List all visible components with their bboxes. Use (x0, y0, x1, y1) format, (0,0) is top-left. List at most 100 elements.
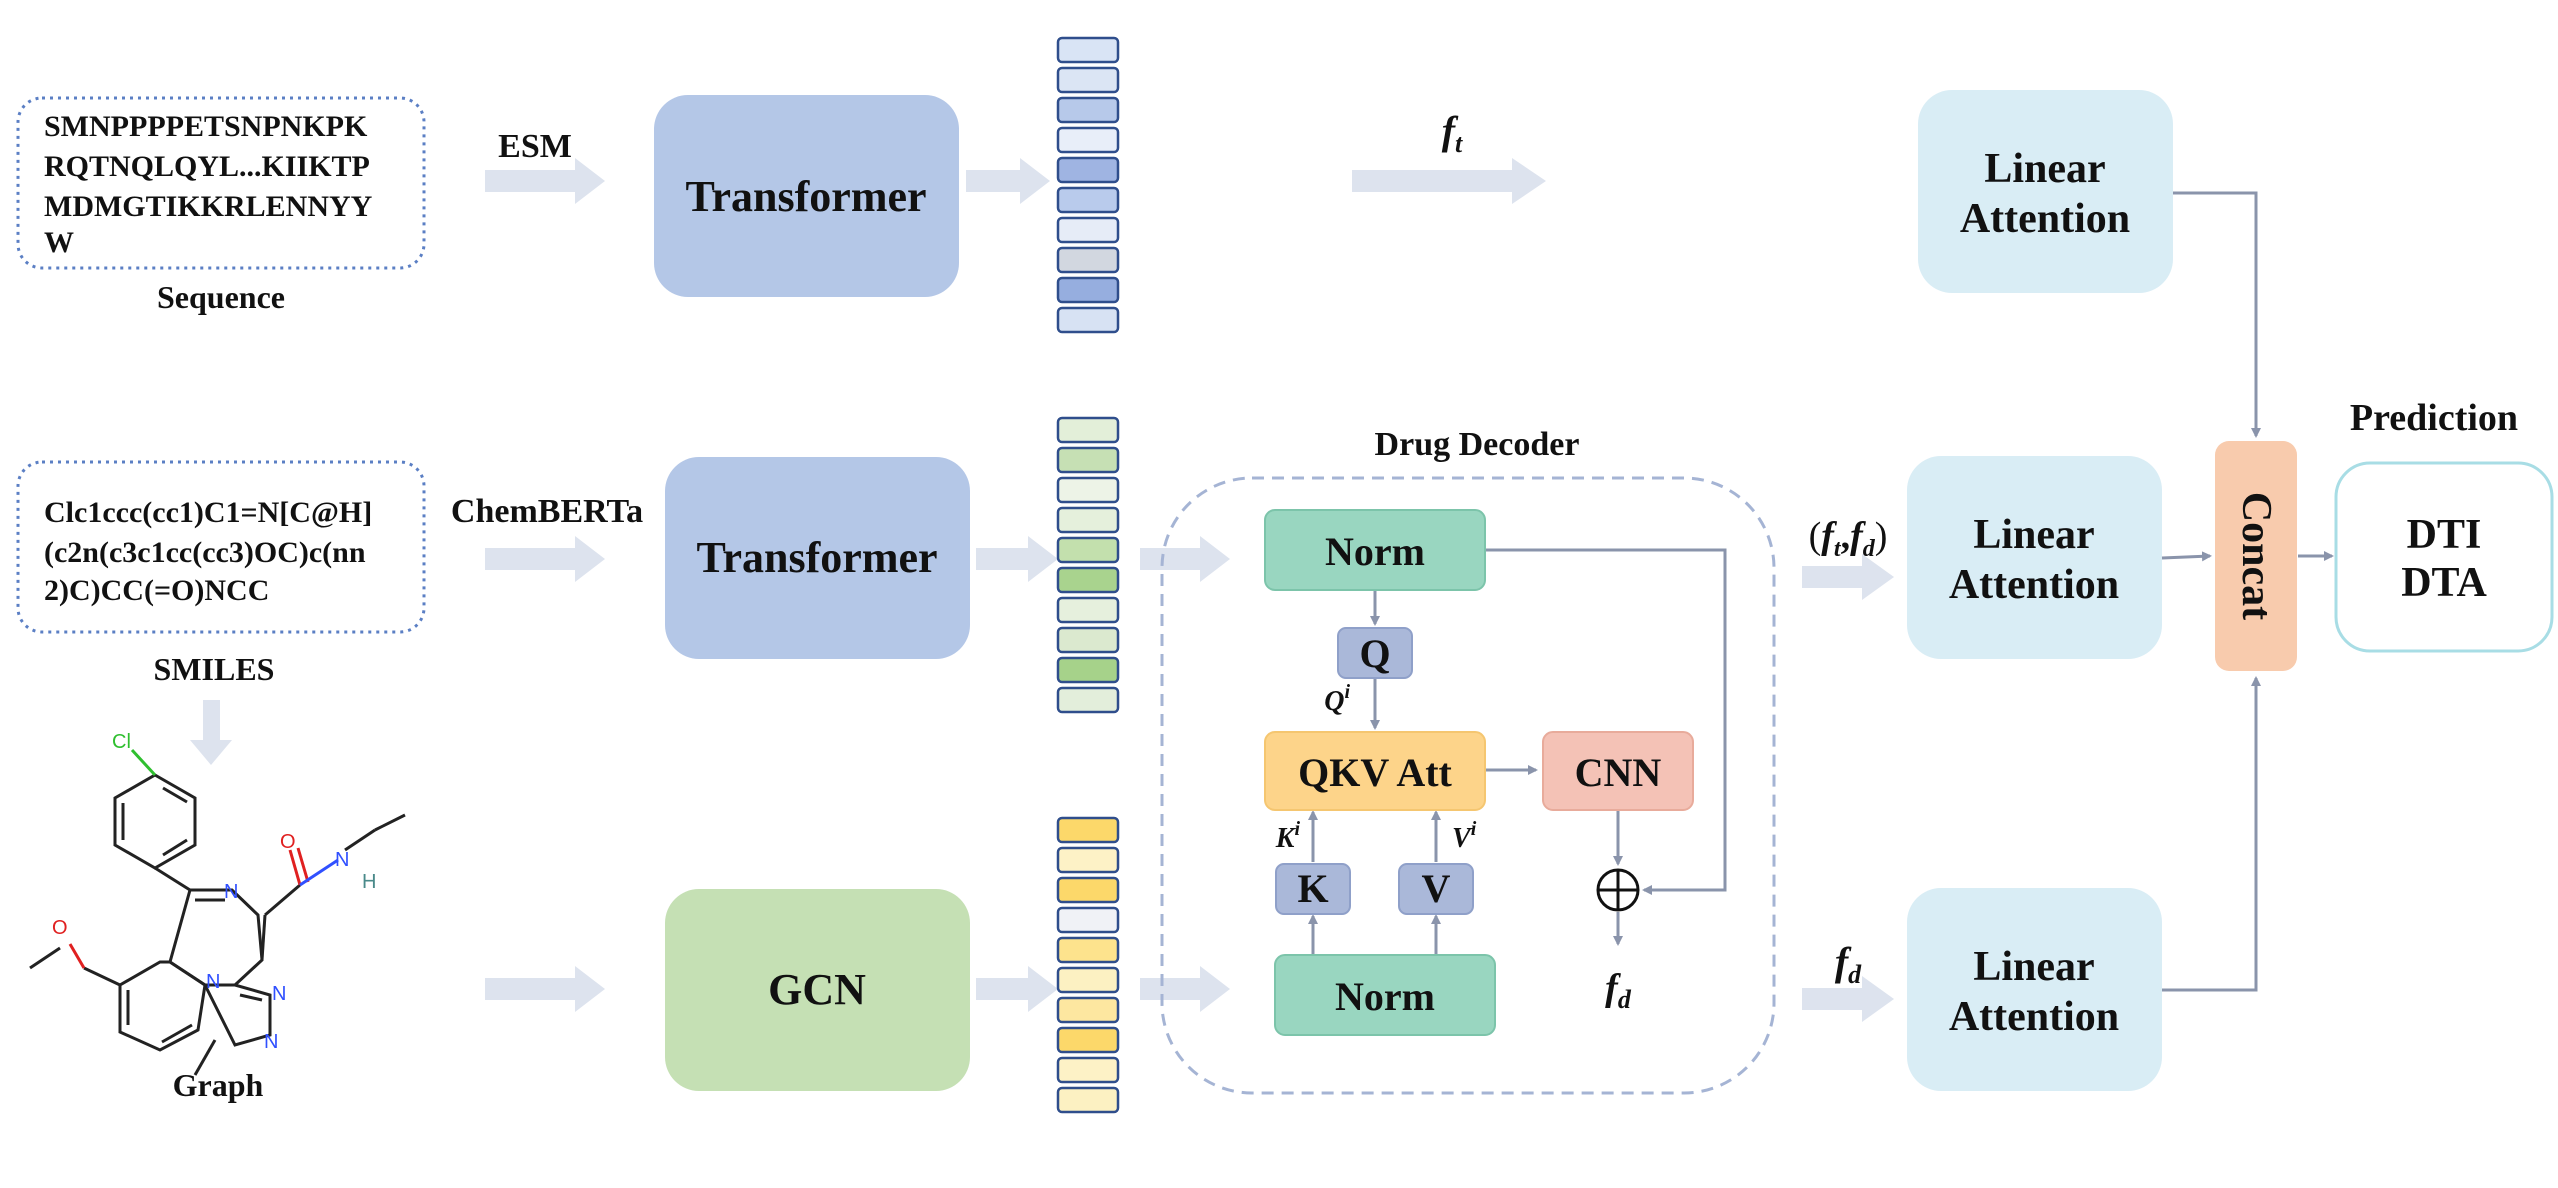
k-sup-label: Ki (1275, 818, 1301, 854)
graph-caption: Graph (173, 1067, 264, 1103)
sequence-caption: Sequence (157, 279, 285, 315)
v-label: V (1422, 866, 1451, 911)
v-sup-label: Vi (1452, 818, 1477, 854)
molecule-atom-labels: Cl O N H N O N N N (52, 731, 376, 1053)
norm-top-block (1264, 509, 1486, 591)
k-block (1275, 863, 1351, 915)
protein-embedding-cell (1056, 216, 1120, 244)
linear-attention-bottom-line1: Linear (1973, 944, 2094, 990)
molecule-graph (29, 748, 406, 1076)
linear-attention-top-line1: Linear (1984, 146, 2105, 192)
atom-o-carbonyl: O (280, 831, 296, 853)
linear-attention-bottom (1907, 888, 2162, 1091)
drug-embedding-cell (1056, 596, 1120, 624)
atom-n-triazole-c: N (264, 1031, 278, 1053)
atom-n-amide: N (335, 849, 349, 871)
chemberta-label: ChemBERTa (451, 493, 643, 530)
drug-decoder-frame (1160, 476, 1776, 1095)
gcn-label: GCN (768, 965, 866, 1014)
transformer-protein-label: Transformer (685, 172, 926, 221)
sequence-line-3: MDMGTIKKRLENNYY (44, 190, 373, 223)
esm-label: ESM (498, 128, 572, 165)
drug-embedding-cell (1056, 416, 1120, 444)
graph-embedding-cell (1056, 816, 1120, 844)
protein-embedding-cell (1056, 96, 1120, 124)
qkv-att-block (1264, 731, 1486, 811)
smiles-line-1: Clc1ccc(cc1)C1=N[C@H] (44, 496, 372, 529)
q-label: Q (1359, 631, 1390, 676)
transformer2-to-embed-arrow (976, 536, 1058, 582)
smiles-to-transformer-arrow (485, 536, 605, 582)
atom-n-triazole-a: N (206, 971, 220, 993)
atom-cl: Cl (112, 731, 131, 753)
gcn-to-embed-arrow (976, 966, 1058, 1012)
drug-embedding-cell (1056, 566, 1120, 594)
drug-embedding-cell (1056, 476, 1120, 504)
protein-embedding-cell (1056, 276, 1120, 304)
smiles-line-3: 2)C)CC(=O)NCC (44, 574, 269, 607)
fd-label: fd (1835, 939, 1862, 989)
atom-h-amide: H (362, 871, 376, 893)
concat-connectors (2161, 191, 2334, 992)
ft-arrow (1352, 158, 1546, 204)
protein-embedding-cell (1056, 186, 1120, 214)
transformer-drug-block (665, 457, 970, 659)
prediction-box (2334, 461, 2554, 653)
smiles-box (16, 460, 426, 634)
graph-embed-to-decoder-arrow (1140, 966, 1230, 1012)
concat-label: Concat (2233, 492, 2279, 620)
graph-embedding-cell (1056, 906, 1120, 934)
fd-decoder-output: fd (1605, 967, 1632, 1014)
atom-o-methoxy: O (52, 917, 68, 939)
drug-embedding-stack (1056, 416, 1120, 714)
norm-bottom-label: Norm (1335, 974, 1435, 1019)
protein-embedding-cell (1056, 246, 1120, 274)
graph-embedding-cell (1056, 966, 1120, 994)
linear-attention-mid-line1: Linear (1973, 512, 2094, 558)
transformer-protein-block (654, 95, 959, 297)
linear-attention-mid (1907, 456, 2162, 659)
decoder-connectors (1308, 548, 1727, 954)
prediction-dta: DTA (2401, 560, 2487, 606)
graph-embedding-cell (1056, 876, 1120, 904)
ft-label: ft (1442, 108, 1463, 158)
drug-embedding-cell (1056, 686, 1120, 714)
graph-embedding-cell (1056, 1086, 1120, 1114)
atom-n-triazole-b: N (272, 983, 286, 1005)
mid-attention-to-concat (2161, 551, 2212, 562)
norm-residual-line (1485, 548, 1727, 895)
smiles-input: Clc1ccc(cc1)C1=N[C@H] (c2n(c3c1cc(cc3)OC… (16, 460, 426, 687)
linear-attention-bottom-line2: Attention (1949, 994, 2119, 1040)
sequence-box (16, 96, 426, 270)
q-block (1337, 627, 1413, 679)
qkv-att-label: QKV Att (1298, 750, 1452, 795)
embed-to-decoder-arrow (1140, 536, 1230, 582)
cnn-block (1542, 731, 1694, 811)
linear-attention-mid-line2: Attention (1949, 562, 2119, 608)
sequence-input: SMNPPPPETSNPNKPK RQTNQLQYL...KIIKTP MDMG… (16, 96, 426, 315)
bottom-attention-to-concat (2162, 676, 2261, 992)
top-attention-to-concat (2173, 191, 2261, 438)
transformer-to-embed-arrow (966, 158, 1050, 204)
protein-embedding-cell (1056, 36, 1120, 64)
protein-embedding-cell (1056, 306, 1120, 334)
encoder-input-arrows (485, 158, 1894, 1022)
q-sup-label: Qi (1324, 681, 1350, 717)
protein-embedding-cell (1056, 156, 1120, 184)
concat-block (2215, 441, 2297, 671)
protein-embedding-stack (1056, 36, 1120, 334)
transformer-drug-label: Transformer (696, 533, 937, 582)
sequence-line-2: RQTNQLQYL...KIIKTP (44, 150, 370, 183)
cnn-label: CNN (1575, 750, 1662, 795)
sequence-line-4: W (44, 226, 74, 259)
graph-embedding-cell (1056, 1026, 1120, 1054)
linear-attention-top (1918, 90, 2173, 293)
seq-to-transformer-arrow (485, 158, 605, 204)
smiles-to-graph-arrow (190, 700, 232, 765)
drug-embedding-cell (1056, 506, 1120, 534)
norm-top-label: Norm (1325, 529, 1425, 574)
graph-embedding-cell (1056, 936, 1120, 964)
protein-embedding-cell (1056, 66, 1120, 94)
drug-decoder-title: Drug Decoder (1375, 426, 1580, 463)
